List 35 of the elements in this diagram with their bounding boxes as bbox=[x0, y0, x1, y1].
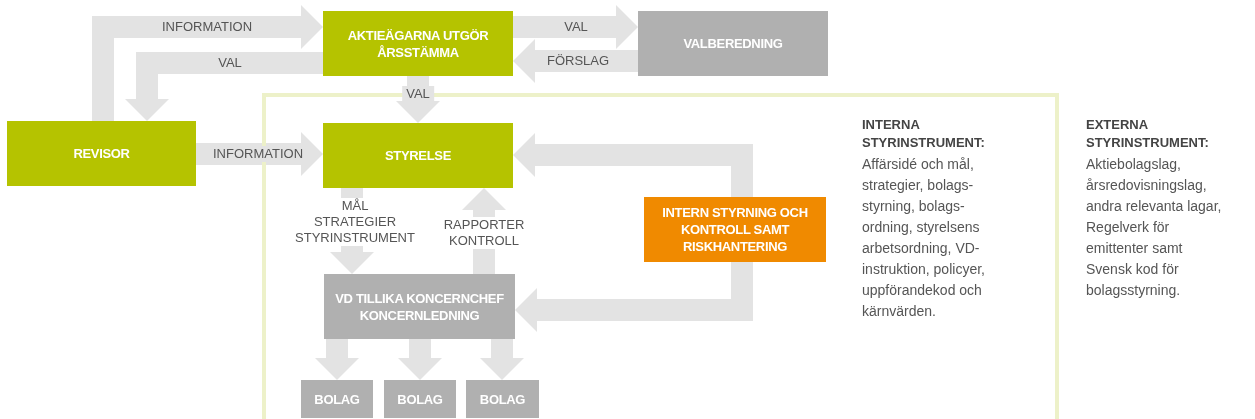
process-box bbox=[644, 197, 826, 262]
heading: INTERNA STYRINSTRUMENT: bbox=[862, 116, 986, 152]
box-label: STYRELSE bbox=[385, 147, 451, 164]
process-box bbox=[7, 121, 196, 186]
arrow bbox=[513, 39, 638, 83]
arrow bbox=[196, 132, 323, 176]
process-box bbox=[323, 123, 513, 188]
box-label: VD TILLIKA KONCERNCHEF KONCERNLEDNING bbox=[334, 289, 505, 324]
arrow bbox=[515, 262, 753, 332]
box-label: BOLAG bbox=[397, 390, 443, 408]
arrow bbox=[462, 188, 506, 274]
edge-label: VAL bbox=[402, 86, 434, 102]
paragraph: Aktiebolagslag, årsredovisningslag, andra relevanta lagar, Regelverk för emittenter samt Svensk kod för bolagsstyrning. bbox=[1086, 155, 1223, 300]
process-box bbox=[466, 380, 539, 418]
process-box bbox=[638, 11, 828, 76]
arrow bbox=[125, 52, 323, 121]
arrow bbox=[396, 76, 440, 123]
paragraph: Affärsidé och mål, strategier, bolags-styrning, bolags-ordning, styrelsens arbetsordning, VD-instruktion, policyer, uppförandekod och kärnvärden. bbox=[862, 155, 986, 321]
process-box bbox=[324, 274, 515, 339]
process-box bbox=[301, 380, 373, 418]
arrow bbox=[480, 339, 524, 380]
arrow bbox=[315, 339, 359, 380]
box-label: BOLAG bbox=[479, 390, 526, 408]
arrow bbox=[513, 133, 753, 197]
arrow bbox=[92, 5, 323, 121]
box-label: VALBEREDNING bbox=[683, 35, 783, 52]
heading: EXTERNA STYRINSTRUMENT: bbox=[1086, 116, 1210, 152]
arrow bbox=[513, 5, 638, 49]
box-label: BOLAG bbox=[314, 390, 360, 408]
box-label: REVISOR bbox=[73, 145, 130, 162]
process-box bbox=[384, 380, 456, 418]
box-label: AKTIEÄGARNA UTGÖR ÅRSSTÄMMA bbox=[346, 26, 490, 61]
process-box bbox=[323, 11, 513, 76]
arrow bbox=[398, 339, 442, 380]
box-label: INTERN STYRNING OCH KONTROLL SAMT RISKHANTERING bbox=[661, 204, 809, 255]
